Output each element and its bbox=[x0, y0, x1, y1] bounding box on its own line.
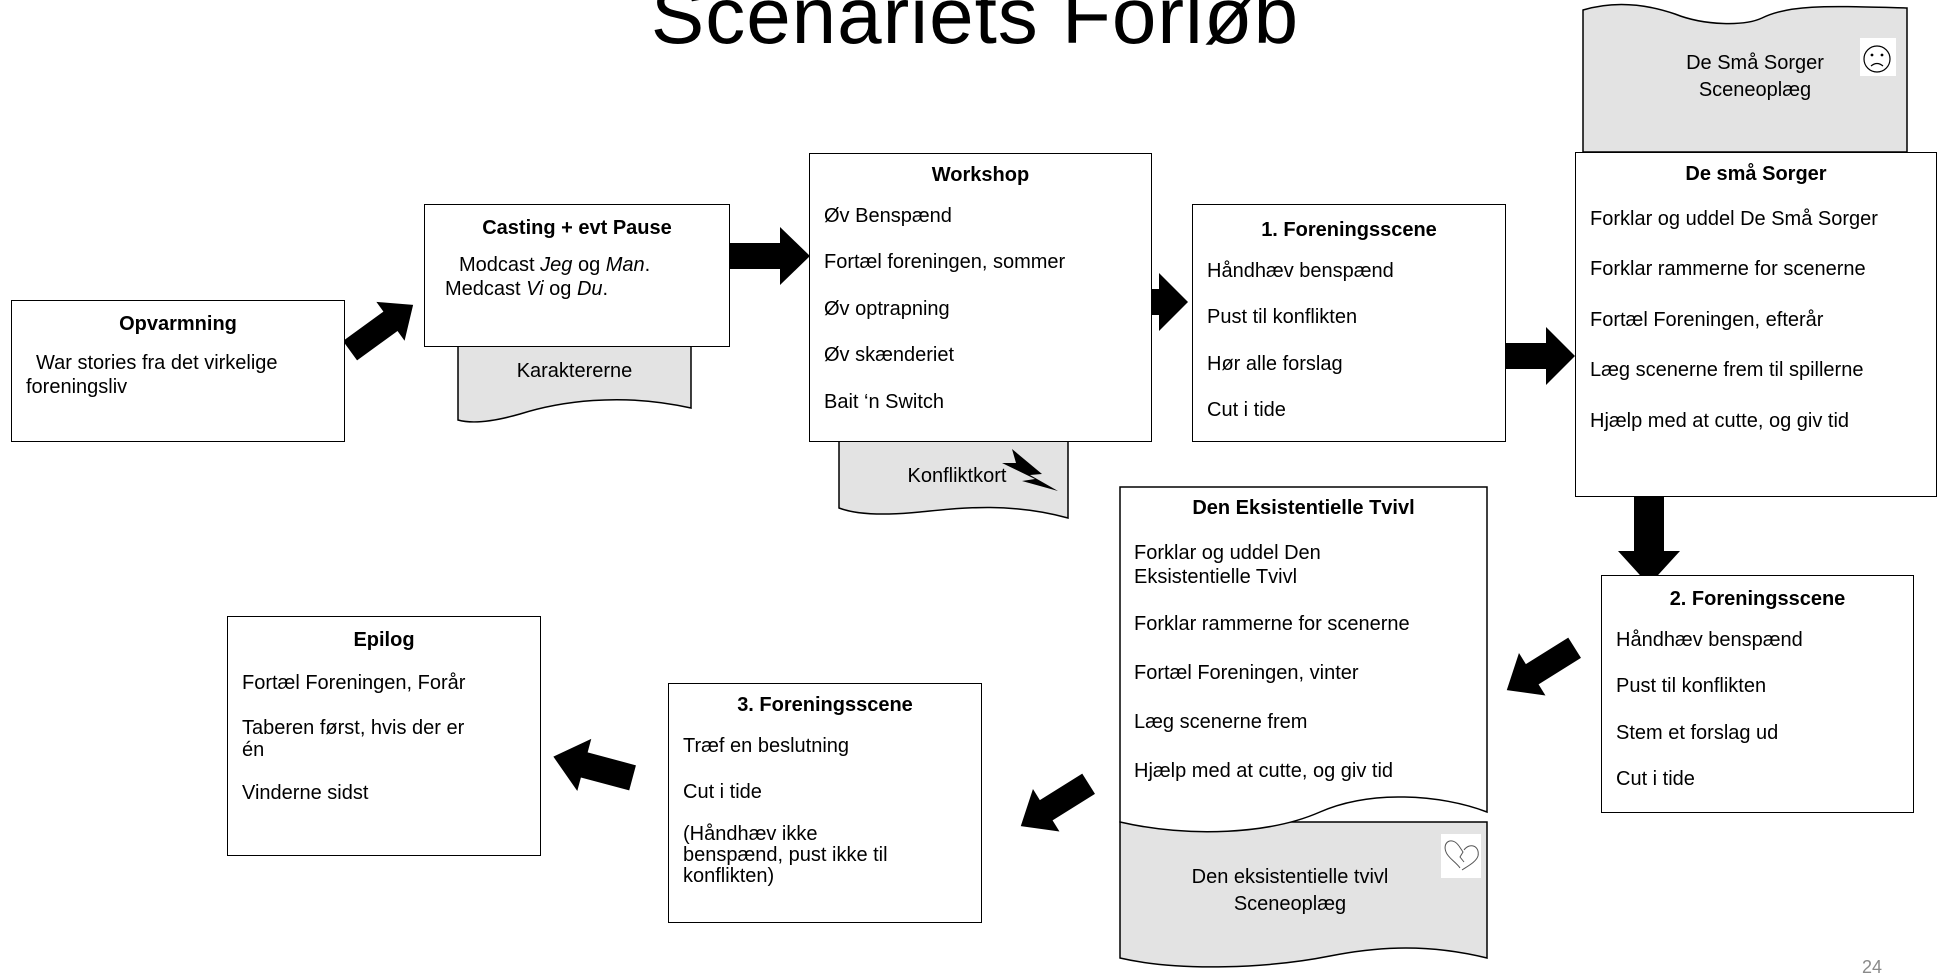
casting-title: Casting + evt Pause bbox=[482, 217, 672, 239]
forening3-item: Træf en beslutning bbox=[683, 735, 850, 757]
casting-line2-italic-vi: Vi bbox=[526, 277, 544, 300]
tvivl-box: Den Eksistentielle Tvivl Forklar og udde… bbox=[1120, 487, 1487, 817]
opvarmning-title: Opvarmning bbox=[119, 313, 237, 335]
forening2-item: Stem et forslag ud bbox=[1616, 721, 1779, 744]
workshop-box: Workshop Øv Benspænd Fortæl foreningen, … bbox=[809, 153, 1152, 442]
forening3-item: Cut i tide bbox=[683, 781, 762, 804]
forening1-item: Hør alle forslag bbox=[1207, 352, 1343, 375]
smaa-sorger-title: De små Sorger bbox=[1685, 163, 1827, 185]
forening1-box: 1. Foreningsscene Håndhæv benspænd Pust … bbox=[1192, 204, 1506, 442]
forening1-title: 1. Foreningsscene bbox=[1261, 219, 1437, 241]
arrow-opvarmning-to-casting bbox=[342, 301, 414, 361]
forening3-title: 3. Foreningsscene bbox=[737, 694, 913, 716]
smaa-sorger-doc-line2: Sceneoplæg bbox=[1698, 79, 1812, 101]
workshop-title: Workshop bbox=[931, 164, 1030, 186]
tvivl-item0-line1: Forklar og uddel Den bbox=[1134, 542, 1321, 564]
forening3-note: (Håndhæv ikke benspænd, pust ikke til ko… bbox=[683, 822, 967, 887]
epilog-title: Epilog bbox=[353, 629, 415, 651]
opvarmning-text-line2: foreningsliv bbox=[26, 375, 128, 398]
forening2-title: 2. Foreningsscene bbox=[1669, 588, 1846, 610]
epilog-item: Vinderne sidst bbox=[242, 781, 369, 804]
page-title: Scenariets Forløb bbox=[650, 0, 1300, 60]
arrow-forening3-to-epilog bbox=[553, 738, 636, 792]
tvivl-doc-label: Den eksistentielle tvivl Sceneoplæg bbox=[1140, 864, 1440, 918]
forening3-note-line2: benspænd, pust ikke til bbox=[683, 843, 888, 866]
forening1-item: Håndhæv benspænd bbox=[1207, 260, 1394, 282]
smaa-sorger-item: Fortæl Foreningen, efterår bbox=[1590, 308, 1824, 331]
epilog-item: Taberen først, hvis der er én bbox=[242, 718, 526, 761]
arrow-casting-to-workshop bbox=[726, 227, 810, 285]
forening2-box: 2. Foreningsscene Håndhæv benspænd Pust … bbox=[1601, 575, 1914, 813]
tvivl-item: Forklar rammerne for scenerne bbox=[1134, 613, 1410, 636]
tvivl-item: Fortæl Foreningen, vinter bbox=[1134, 662, 1359, 685]
casting-line1-italic-jeg: Jeg bbox=[540, 254, 573, 276]
arrow-smaa-sorger-to-forening2 bbox=[1618, 494, 1680, 585]
arrow-forening2-to-tvivl bbox=[1506, 637, 1581, 696]
smaa-sorger-item: Forklar rammerne for scenerne bbox=[1590, 258, 1866, 281]
casting-text-line2: Medcast Vi og Du. bbox=[439, 278, 715, 302]
smaa-sorger-doc-line1: De Små Sorger bbox=[1686, 52, 1824, 74]
tvivl-doc-line2: Sceneoplæg bbox=[1233, 893, 1347, 915]
casting-line1-part: Modcast bbox=[459, 254, 541, 276]
smaa-sorger-doc-label: De Små Sorger Sceneoplæg bbox=[1660, 50, 1850, 104]
flow-arrows bbox=[342, 227, 1680, 832]
forening2-item: Cut i tide bbox=[1616, 768, 1695, 791]
forening3-note-line3: konflikten) bbox=[683, 864, 775, 887]
broken-heart-icon bbox=[1441, 834, 1481, 878]
opvarmning-text-line1: War stories fra det virkelige bbox=[36, 352, 278, 374]
workshop-item: Bait ‘n Switch bbox=[824, 390, 945, 413]
workshop-item: Øv optrapning bbox=[824, 297, 950, 320]
konfliktkort-document-shape bbox=[838, 429, 1069, 519]
sad-face-icon bbox=[1860, 38, 1896, 76]
page-number: 24 bbox=[1861, 957, 1882, 977]
casting-line2-part: Medcast bbox=[445, 277, 527, 300]
tvivl-item: Hjælp med at cutte, og giv tid bbox=[1134, 760, 1394, 783]
tvivl-item0-line2: Eksistentielle Tvivl bbox=[1134, 565, 1298, 588]
smaa-sorger-document-shape bbox=[1582, 3, 1908, 153]
forening3-box: 3. Foreningsscene Træf en beslutning Cut… bbox=[668, 683, 982, 923]
epilog-box: Epilog Fortæl Foreningen, Forår Taberen … bbox=[227, 616, 541, 856]
casting-line2-part: . bbox=[602, 277, 609, 300]
casting-line2-italic-du: Du bbox=[576, 277, 603, 300]
casting-box: Casting + evt Pause Modcast Jeg og Man. … bbox=[424, 204, 730, 347]
forening2-item: Håndhæv benspænd bbox=[1616, 629, 1803, 651]
smaa-sorger-item: Læg scenerne frem til spillerne bbox=[1590, 359, 1864, 382]
smaa-sorger-item: Hjælp med at cutte, og giv tid bbox=[1590, 409, 1850, 432]
epilog-item1-line2: én bbox=[242, 738, 265, 761]
forening1-item: Cut i tide bbox=[1207, 399, 1286, 422]
tvivl-box-shape bbox=[1119, 486, 1488, 833]
smaa-sorger-item: Forklar og uddel De Små Sorger bbox=[1590, 208, 1878, 230]
casting-line1-part: . bbox=[644, 254, 651, 276]
workshop-item: Øv skænderiet bbox=[824, 344, 955, 367]
smaa-sorger-box: De små Sorger Forklar og uddel De Små So… bbox=[1575, 152, 1937, 497]
forening2-item: Pust til konflikten bbox=[1616, 675, 1767, 698]
konfliktkort-label: Konfliktkort bbox=[907, 465, 1007, 487]
arrow-tvivl-to-forening3 bbox=[1020, 773, 1095, 832]
tvivl-item: Forklar og uddel Den Eksistentielle Tviv… bbox=[1134, 542, 1473, 589]
tvivl-document-shape bbox=[1119, 821, 1488, 968]
casting-line1-part: og bbox=[572, 254, 606, 276]
karaktererne-label: Karaktererne bbox=[516, 360, 633, 382]
tvivl-item: Læg scenerne frem bbox=[1134, 711, 1308, 734]
workshop-item: Fortæl foreningen, sommer bbox=[824, 251, 1066, 274]
opvarmning-text: War stories fra det virkelige foreningsl… bbox=[26, 352, 330, 399]
opvarmning-box: Opvarmning War stories fra det virkelige… bbox=[11, 300, 345, 442]
tvivl-doc-line1: Den eksistentielle tvivl bbox=[1191, 866, 1389, 888]
lightning-icon bbox=[1002, 449, 1058, 491]
epilog-item1-line1: Taberen først, hvis der er bbox=[242, 717, 465, 740]
casting-line2-part: og bbox=[543, 277, 577, 300]
karaktererne-document-shape bbox=[457, 324, 692, 423]
tvivl-title: Den Eksistentielle Tvivl bbox=[1192, 497, 1415, 519]
casting-text: Modcast Jeg og Man. Medcast Vi og Du. bbox=[439, 254, 715, 301]
forening1-item: Pust til konflikten bbox=[1207, 306, 1358, 329]
workshop-item: Øv Benspænd bbox=[824, 205, 952, 227]
epilog-item: Fortæl Foreningen, Forår bbox=[242, 672, 466, 694]
arrow-forening1-to-smaa-sorger bbox=[1492, 327, 1575, 385]
casting-line1-italic-man: Man bbox=[605, 254, 645, 276]
forening3-note-line1: (Håndhæv ikke bbox=[683, 822, 818, 845]
casting-text-line1: Modcast Jeg og Man. bbox=[439, 254, 715, 278]
